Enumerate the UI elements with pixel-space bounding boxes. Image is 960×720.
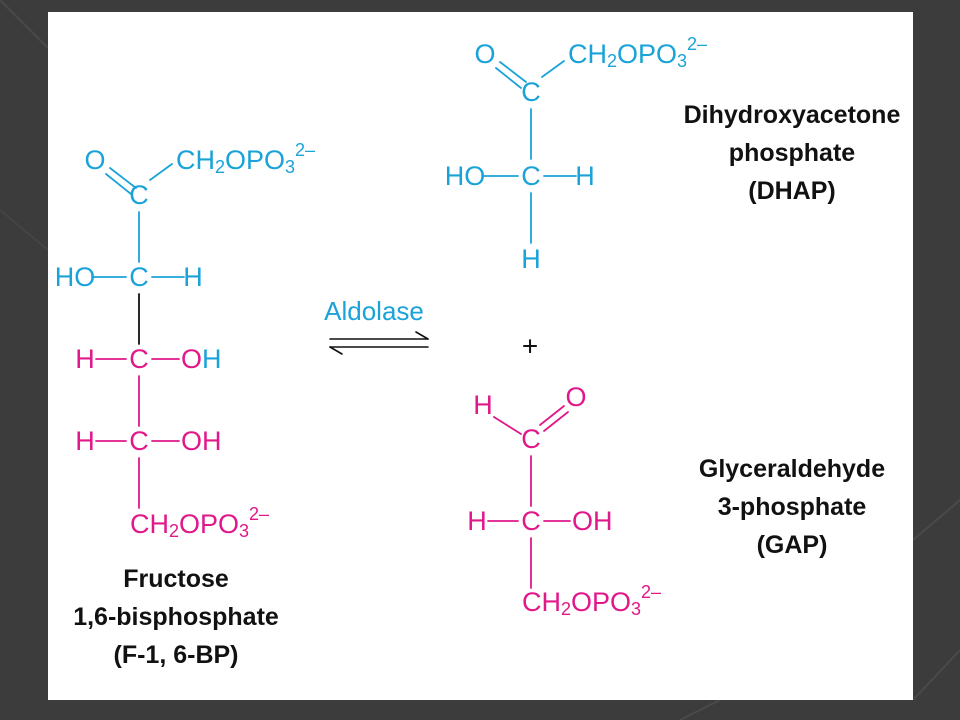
dhap-o-atom: O [474,39,495,69]
gap-phosphate: CH2OPO32– [522,582,661,619]
fbp-name-line-2: 1,6-bisphosphate [73,603,279,631]
reverse-arrow-barb [329,346,343,355]
fbp-ho-atom: HO [55,262,96,292]
gap-c2-h-atom: H [467,506,487,536]
dhap-c1-ch2-bond [541,60,565,78]
gap-o-atom: O [565,382,586,412]
fbp-c4-atom: C [129,344,149,374]
fbp-o-atom: O [84,145,105,175]
fbp-c5-atom: C [129,426,149,456]
fbp-c2-o-double-bond-a [105,173,132,195]
dhap-name-line-1: Dihydroxyacetone [684,101,901,129]
gap-name-line-2: 3-phosphate [718,493,867,521]
dhap-c2-h-atom: H [575,161,595,191]
dhap-ho-atom: HO [445,161,486,191]
dhap-c1-atom: C [521,77,541,107]
fbp-c5-oh-atom: OH [181,426,222,456]
dhap-name-line-3: (DHAP) [748,177,836,205]
fbp-c4-oh-atom: OH [181,344,222,374]
fbp-c6-phosphate: CH2OPO32– [130,504,269,541]
dhap-c-o-double-bond-b [499,61,527,83]
gap-name-line-3: (GAP) [757,531,828,559]
dhap-bottom-h-atom: H [521,244,541,274]
fbp-c1-phosphate: CH2OPO32– [176,140,315,177]
aldolase-label: Aldolase [324,296,424,326]
gap-c2-atom: C [521,506,541,536]
gap-c2-oh-atom: OH [572,506,613,536]
gap-h-atom: H [473,390,493,420]
gap-c1-o-double-bond-b [543,411,569,432]
plus-sign: + [522,331,538,362]
fbp-c4-h-atom: H [75,344,95,374]
fbp-name-line-3: (F-1, 6-BP) [114,641,239,669]
gap-c1-o-double-bond-a [539,405,565,426]
dhap-phosphate: CH2OPO32– [568,34,707,71]
dhap-name-line-2: phosphate [729,139,855,167]
forward-arrow-barb [415,331,429,340]
fbp-c5-h-atom: H [75,426,95,456]
fbp-c2-ch2-bond [149,163,173,181]
gap-c1-atom: C [521,424,541,454]
fbp-c2-o-double-bond-b [109,167,137,189]
gap-name-line-1: Glyceraldehyde [699,455,885,483]
fbp-c3-h-atom: H [183,262,203,292]
dhap-c-o-double-bond-a [495,67,522,89]
fbp-c3-atom: C [129,262,149,292]
fbp-c2-atom: C [129,180,149,210]
gap-h-c1-bond [493,416,522,435]
dhap-c2-atom: C [521,161,541,191]
fbp-name-line-1: Fructose [123,565,229,593]
